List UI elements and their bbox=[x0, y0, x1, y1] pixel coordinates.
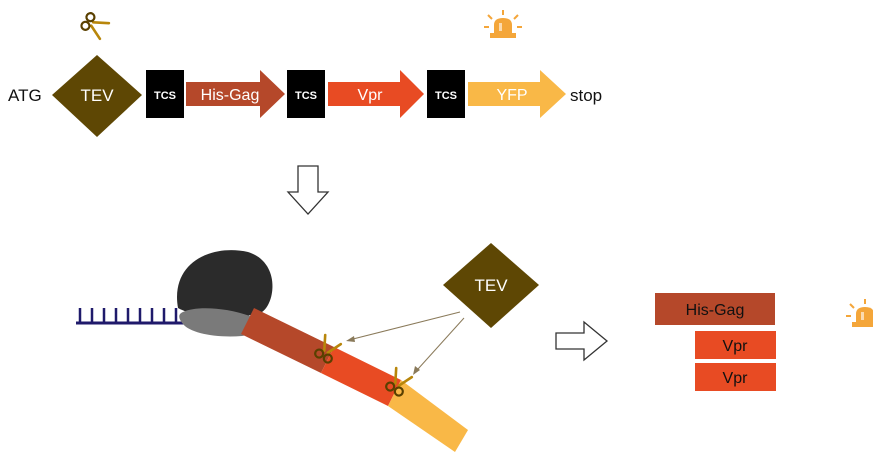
siren-light-icon bbox=[483, 9, 523, 39]
tcs-label-1: TCS bbox=[154, 90, 176, 102]
product-vpr-1 bbox=[695, 331, 776, 359]
tcs-label-3: TCS bbox=[435, 90, 457, 102]
his-gag-arrow bbox=[186, 70, 285, 118]
product-vpr-2 bbox=[695, 363, 776, 391]
siren-light-icon bbox=[845, 298, 873, 328]
product-his-gag bbox=[655, 293, 775, 325]
tev-protease-domain bbox=[52, 55, 142, 137]
tev-protease bbox=[443, 243, 539, 328]
ribosome-small-subunit bbox=[179, 308, 258, 337]
product-vpr-1-label: Vpr bbox=[723, 338, 749, 355]
ribosome-large-subunit bbox=[177, 250, 273, 318]
tev-domain-label: TEV bbox=[80, 86, 114, 105]
product-vpr-2-label: Vpr bbox=[723, 370, 749, 387]
nascent-polyprotein bbox=[241, 308, 468, 452]
nascent-yfp bbox=[388, 380, 468, 452]
nascent-vpr bbox=[321, 347, 401, 406]
nascent-his-gag bbox=[241, 308, 334, 373]
stop-codon-label: stop bbox=[570, 86, 602, 105]
tcs-box-1 bbox=[146, 70, 184, 118]
vpr-label: Vpr bbox=[358, 87, 384, 104]
start-codon-label: ATG bbox=[8, 86, 42, 105]
tcs-box-3 bbox=[427, 70, 465, 118]
construct-row: ATG TEV TCS His-Gag TCS Vpr TCS YFP stop bbox=[8, 55, 602, 137]
vpr-arrow bbox=[328, 70, 424, 118]
tcs-box-2 bbox=[287, 70, 325, 118]
cleavage-pointer-1 bbox=[352, 311, 461, 340]
down-arrow bbox=[286, 165, 330, 215]
translation-scene: TEV bbox=[76, 243, 539, 452]
his-gag-label: His-Gag bbox=[201, 87, 260, 104]
yfp-arrow bbox=[468, 70, 566, 118]
yfp-label: YFP bbox=[496, 87, 527, 104]
scissors-icon bbox=[78, 10, 111, 41]
tcs-label-2: TCS bbox=[295, 90, 317, 102]
right-arrow bbox=[555, 320, 609, 362]
product-his-gag-label: His-Gag bbox=[686, 302, 745, 319]
tev-protease-label: TEV bbox=[474, 276, 508, 295]
cleavage-products: His-Gag Vpr Vpr bbox=[655, 293, 776, 391]
cleavage-pointer-2 bbox=[417, 317, 465, 370]
